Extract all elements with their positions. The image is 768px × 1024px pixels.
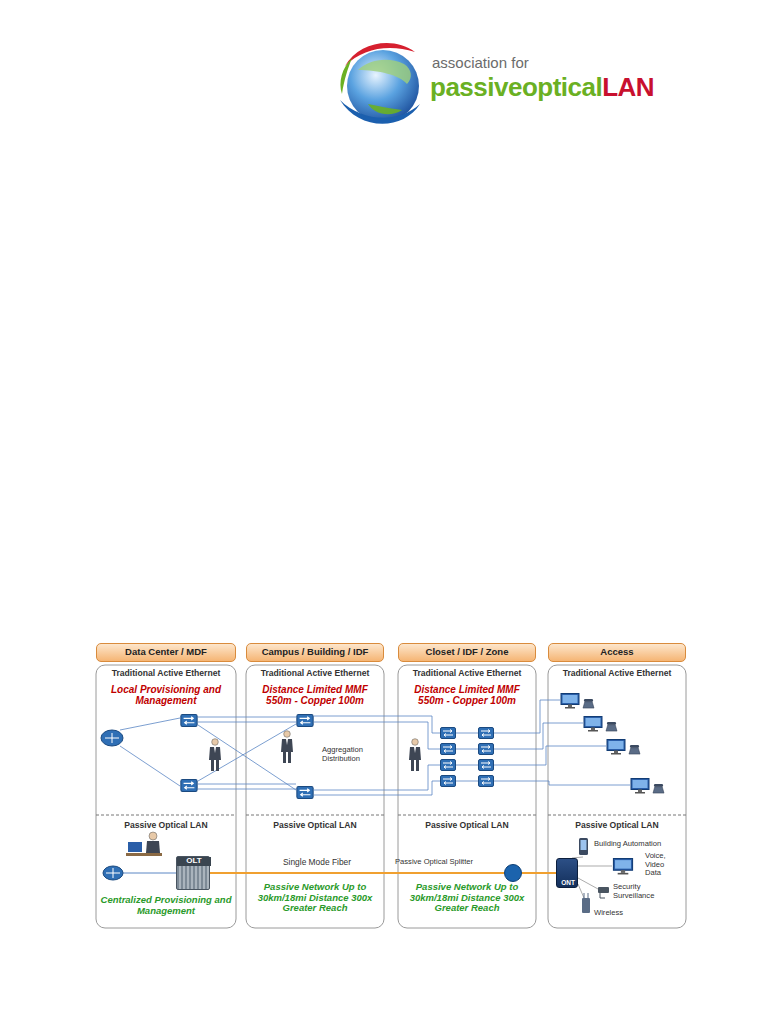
workstation-icons bbox=[561, 694, 664, 794]
node-text: Distance Limited MMF 550m - Copper 100m bbox=[251, 684, 379, 706]
node-text: Traditional Active Ethernet bbox=[246, 669, 384, 679]
edge-label: Single Mode Fiber bbox=[270, 857, 364, 867]
section-panel: Traditional Active EthernetDistance Limi… bbox=[398, 665, 536, 815]
router-symbol bbox=[101, 730, 123, 746]
node-text: Traditional Active Ethernet bbox=[548, 669, 686, 679]
switch-icons bbox=[181, 715, 494, 799]
node-text: Wireless bbox=[594, 909, 644, 918]
ethernet-cables bbox=[120, 700, 630, 795]
section-panel: Traditional Active EthernetDistance Limi… bbox=[246, 665, 384, 815]
node-text: Passive Network Up to 30km/18mi Distance… bbox=[251, 882, 379, 914]
node-text: Passive Optical LAN bbox=[96, 821, 236, 831]
section-panel: Traditional Active Ethernet bbox=[548, 665, 686, 815]
olt-device: OLT bbox=[176, 856, 210, 890]
header-text: Closet / IDF / Zone bbox=[426, 647, 509, 658]
column-header: Closet / IDF / Zone bbox=[398, 643, 536, 662]
logo-text: association for bbox=[432, 54, 529, 71]
header-text: Access bbox=[600, 647, 633, 658]
node-text: ONT bbox=[557, 879, 579, 886]
node-text: Voice, Video Data bbox=[645, 852, 681, 878]
node-text: OLT bbox=[177, 857, 211, 866]
section-panel: Traditional Active EthernetLocal Provisi… bbox=[96, 665, 236, 815]
node-text: Security Surveillance bbox=[613, 883, 669, 900]
node-text: Building Automation bbox=[594, 840, 678, 849]
section-panel: Passive Optical LAN Passive Network Up to… bbox=[246, 815, 384, 928]
ont-device: ONT bbox=[556, 858, 578, 888]
node-text: Passive Optical LAN bbox=[548, 821, 686, 831]
section-panel: Passive Optical LAN Passive Network Up to… bbox=[398, 815, 536, 928]
people-icons bbox=[209, 731, 421, 771]
endpoint-icons bbox=[572, 838, 633, 913]
node-text: Centralized Provisioning and Management bbox=[99, 895, 233, 916]
node-text: Passive Optical LAN bbox=[246, 821, 384, 831]
section-panel: Passive Optical LAN Centralized Provision… bbox=[96, 815, 236, 928]
section-panel: Passive Optical LAN Building AutomationVo… bbox=[548, 815, 686, 928]
column-panels bbox=[96, 665, 686, 928]
optical-splitter: Passive Optical Splitter bbox=[504, 864, 522, 882]
node-text: Traditional Active Ethernet bbox=[398, 669, 536, 679]
logo-text: passiveoptical bbox=[430, 72, 602, 103]
node-text: Passive Network Up to 30km/18mi Distance… bbox=[403, 882, 531, 914]
pol-router-and-operator bbox=[103, 832, 176, 880]
column-header: Access bbox=[548, 643, 686, 662]
fiber-connector bbox=[210, 872, 504, 874]
node-text: Traditional Active Ethernet bbox=[96, 669, 236, 679]
fiber-connector bbox=[522, 872, 556, 874]
header-text: Campus / Building / IDF bbox=[262, 647, 369, 658]
node-text: Passive Optical LAN bbox=[398, 821, 536, 831]
column-header: Campus / Building / IDF bbox=[246, 643, 384, 662]
node-text: Aggregation Distribution bbox=[322, 746, 378, 763]
header-text: Data Center / MDF bbox=[125, 647, 207, 658]
logo-globe bbox=[340, 43, 420, 124]
node-text: Distance Limited MMF 550m - Copper 100m bbox=[403, 684, 531, 706]
node-text: Local Provisioning and Management bbox=[101, 684, 231, 706]
node-text: Passive Optical Splitter bbox=[395, 858, 501, 867]
column-header: Data Center / MDF bbox=[96, 643, 236, 662]
section-dividers bbox=[96, 815, 686, 816]
logo-text: LAN bbox=[602, 72, 654, 103]
